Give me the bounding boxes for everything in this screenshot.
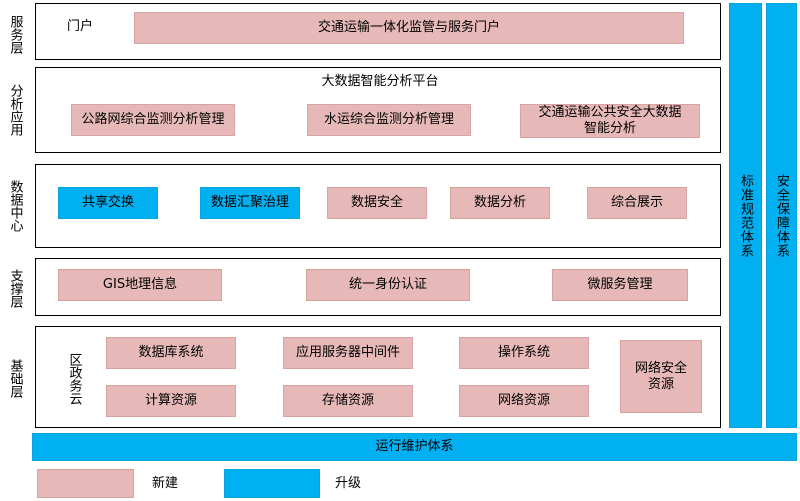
analysis-item-public-safety: 交通运输公共安全大数据智能分析 <box>520 104 700 138</box>
base-item-middleware: 应用服务器中间件 <box>283 337 413 369</box>
base-item-network-security: 网络安全资源 <box>620 340 702 413</box>
datacenter-item-security: 数据安全 <box>327 187 427 219</box>
analysis-item-waterway: 水运综合监测分析管理 <box>307 104 471 136</box>
analysis-item-highway: 公路网综合监测分析管理 <box>71 104 235 136</box>
datacenter-item-display: 综合展示 <box>587 187 687 219</box>
support-item-auth: 统一身份认证 <box>306 269 470 301</box>
standards-system-bar: 标准规范体系 <box>729 3 762 428</box>
datacenter-item-aggregation: 数据汇聚治理 <box>200 187 300 219</box>
security-system-bar: 安全保障体系 <box>766 3 797 428</box>
support-item-microservice: 微服务管理 <box>552 269 688 301</box>
base-item-network: 网络资源 <box>459 385 589 417</box>
base-item-compute: 计算资源 <box>106 385 236 417</box>
layer-label-analysis: 分析应用 <box>7 84 23 136</box>
base-item-os: 操作系统 <box>459 337 589 369</box>
datacenter-item-analysis: 数据分析 <box>450 187 550 219</box>
legend-new-label: 新建 <box>152 476 179 491</box>
portal-box: 交通运输一体化监管与服务门户 <box>134 12 684 44</box>
portal-label: 门户 <box>67 19 94 34</box>
legend-new-swatch <box>37 469 134 498</box>
layer-label-base: 基础层 <box>7 358 23 398</box>
security-system-label: 安全保障体系 <box>774 173 789 258</box>
gov-cloud-label: 区政务云 <box>66 353 82 405</box>
datacenter-item-sharing: 共享交换 <box>58 187 158 219</box>
platform-title: 大数据智能分析平台 <box>321 74 439 89</box>
standards-system-label: 标准规范体系 <box>738 173 753 258</box>
support-item-gis: GIS地理信息 <box>58 269 222 301</box>
layer-label-support: 支撑层 <box>7 268 23 308</box>
base-item-storage: 存储资源 <box>283 385 413 417</box>
legend-upgrade-label: 升级 <box>335 476 362 491</box>
base-item-database: 数据库系统 <box>106 337 236 369</box>
legend-upgrade-swatch <box>224 469 320 498</box>
ops-system-bar: 运行维护体系 <box>32 433 797 461</box>
layer-label-datacenter: 数据中心 <box>7 180 23 232</box>
layer-label-service: 服务层 <box>7 14 23 54</box>
